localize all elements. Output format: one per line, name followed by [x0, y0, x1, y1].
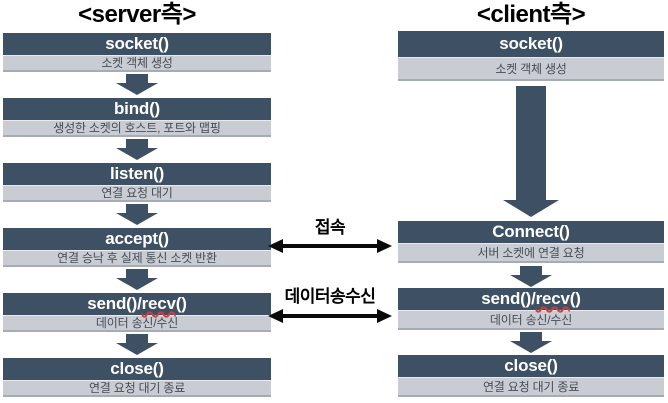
arrow-head	[116, 83, 158, 95]
client-close-description: 연결 요청 대기 종료	[398, 377, 664, 397]
server-bind-function: bind()	[3, 98, 271, 120]
down-arrow-icon	[116, 204, 158, 225]
misspelled-word: recv	[535, 289, 570, 308]
server-step-bind: bind() 생성한 소켓의 호스트, 포트와 맵핑	[3, 98, 271, 137]
server-socket-description: 소켓 객체 생성	[3, 55, 271, 72]
arrow-shaft	[279, 244, 381, 248]
data-transfer-double-arrow-icon	[268, 309, 392, 323]
down-arrow-icon	[116, 269, 158, 290]
client-close-function: close()	[398, 355, 664, 377]
server-close-description: 연결 요청 대기 종료	[3, 380, 271, 397]
server-socket-function: socket()	[3, 33, 271, 55]
client-socket-description: 소켓 객체 생성	[398, 57, 664, 81]
server-send-recv-function: send()/recv()	[3, 293, 271, 315]
server-listen-description: 연결 요청 대기	[3, 185, 271, 202]
client-column-title: <client측>	[476, 1, 586, 28]
client-step-socket: socket() 소켓 객체 생성	[398, 31, 664, 81]
function-name-part: ()	[569, 289, 581, 308]
arrow-head	[510, 341, 552, 353]
arrow-head	[116, 278, 158, 290]
arrow-shaft	[520, 332, 542, 341]
arrow-shaft	[126, 204, 148, 213]
client-step-close: close() 연결 요청 대기 종료	[398, 355, 664, 397]
arrow-head-right	[377, 239, 392, 253]
server-accept-description: 연결 승낙 후 실제 통신 소켓 반환	[3, 250, 271, 267]
arrow-head	[510, 275, 552, 287]
down-arrow-icon	[510, 266, 552, 287]
arrow-shaft	[520, 266, 542, 275]
client-step-connect: Connect() 서버 소켓에 연결 요청	[398, 221, 664, 263]
arrow-head-left	[268, 239, 283, 253]
arrow-head	[503, 200, 559, 217]
server-column-title: <server측>	[78, 1, 196, 28]
data-transfer-link-label: 데이터송수신	[284, 287, 376, 306]
function-name-part: ()	[175, 294, 187, 313]
client-step-send-recv: send()/recv() 데이터 송신/수신	[398, 288, 664, 330]
client-socket-function: socket()	[398, 31, 664, 57]
down-arrow-icon	[116, 334, 158, 355]
arrow-shaft	[126, 269, 148, 278]
server-step-close: close() 연결 요청 대기 종료	[3, 358, 271, 397]
connect-double-arrow-icon	[268, 239, 392, 253]
server-send-recv-description: 데이터 송신/수신	[3, 315, 271, 332]
server-step-accept: accept() 연결 승낙 후 실제 통신 소켓 반환	[3, 228, 271, 267]
arrow-head	[116, 213, 158, 225]
arrow-head	[116, 148, 158, 160]
connect-link-label: 접속	[314, 218, 346, 237]
function-name-part: send()/	[87, 294, 142, 313]
down-arrow-icon	[510, 332, 552, 353]
client-connect-function: Connect()	[398, 221, 664, 243]
arrow-head-left	[268, 309, 283, 323]
server-step-send-recv: send()/recv() 데이터 송신/수신	[3, 293, 271, 332]
server-step-listen: listen() 연결 요청 대기	[3, 163, 271, 202]
server-accept-function: accept()	[3, 228, 271, 250]
long-down-arrow-icon	[503, 86, 559, 217]
server-close-function: close()	[3, 358, 271, 380]
arrow-shaft	[279, 314, 381, 318]
arrow-head-right	[377, 309, 392, 323]
client-send-recv-description: 데이터 송신/수신	[398, 310, 664, 330]
client-connect-description: 서버 소켓에 연결 요청	[398, 243, 664, 263]
server-bind-description: 생성한 소켓의 호스트, 포트와 맵핑	[3, 120, 271, 137]
function-name-part: send()/	[481, 289, 536, 308]
misspelled-word: recv	[141, 294, 176, 313]
arrow-shaft	[126, 139, 148, 148]
server-listen-function: listen()	[3, 163, 271, 185]
server-step-socket: socket() 소켓 객체 생성	[3, 33, 271, 72]
down-arrow-icon	[116, 74, 158, 95]
arrow-shaft	[516, 86, 546, 200]
arrow-shaft	[126, 74, 148, 83]
down-arrow-icon	[116, 139, 158, 160]
arrow-head	[116, 343, 158, 355]
arrow-shaft	[126, 334, 148, 343]
client-send-recv-function: send()/recv()	[398, 288, 664, 310]
